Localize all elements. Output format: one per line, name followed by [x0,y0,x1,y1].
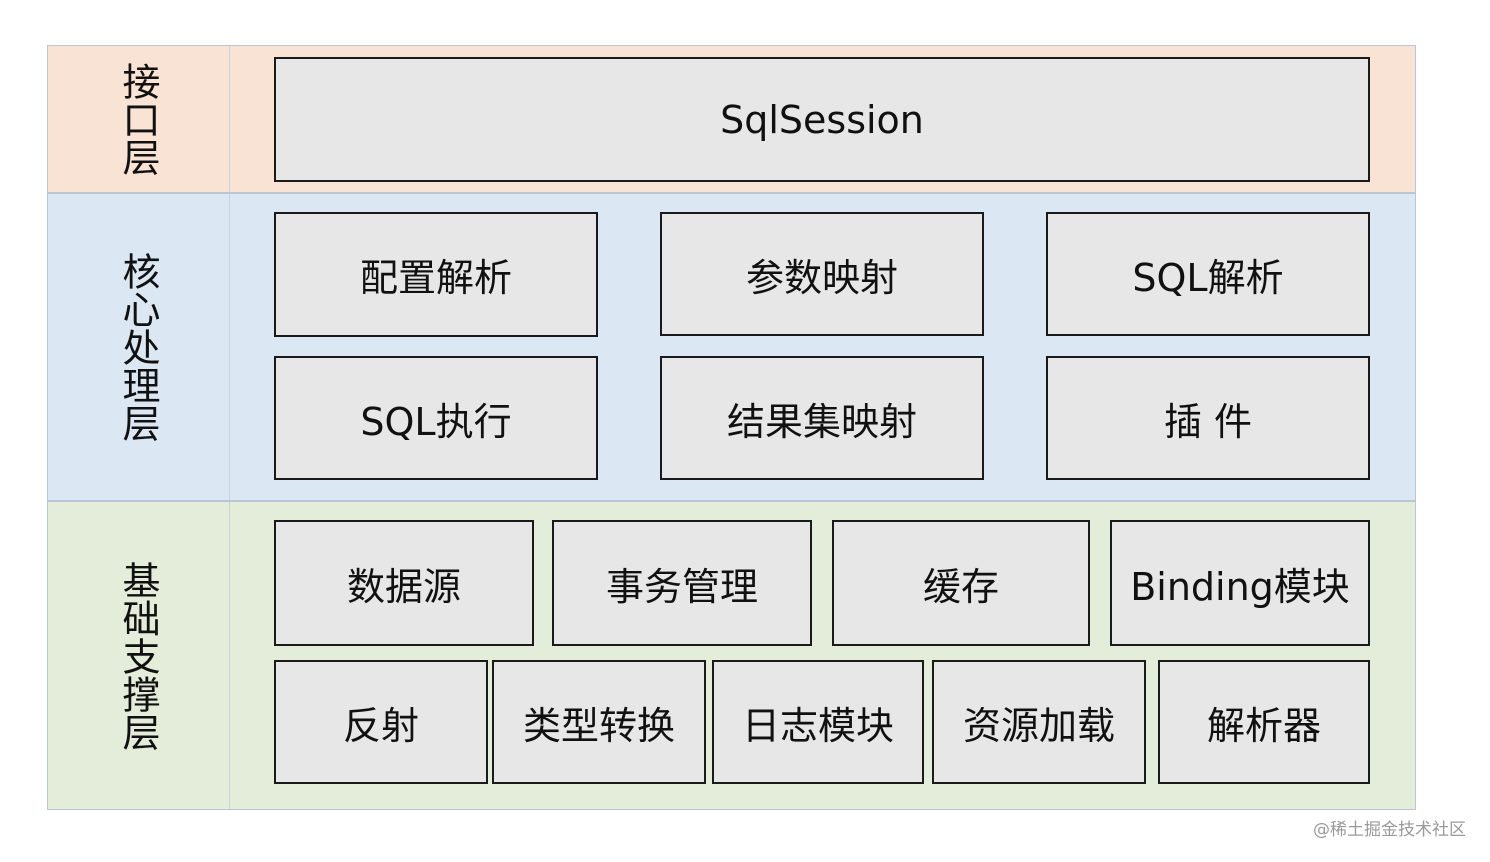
module-config-parsing: 配置解析 [274,212,598,337]
module-transaction: 事务管理 [552,520,812,646]
module-parser: 解析器 [1158,660,1370,784]
module-resultset-mapping: 结果集映射 [660,356,984,480]
module-parameter-mapping: 参数映射 [660,212,984,336]
layer-label-interface: 接口层 [116,62,160,176]
module-cache: 缓存 [832,520,1090,646]
module-datasource: 数据源 [274,520,534,646]
module-sql-execution: SQL执行 [274,356,598,480]
module-resource-loading: 资源加载 [932,660,1146,784]
layer-divider [229,46,230,192]
layer-label-base: 基础支撑层 [116,560,160,751]
module-sql-parsing: SQL解析 [1046,212,1370,336]
module-sqlsession: SqlSession [274,57,1370,182]
module-reflection: 反射 [274,660,488,784]
layer-label-core: 核心处理层 [116,252,160,442]
module-logging: 日志模块 [712,660,924,784]
module-type-conversion: 类型转换 [492,660,706,784]
layer-divider [229,194,230,500]
module-binding: Binding模块 [1110,520,1370,646]
layer-divider [229,502,230,809]
watermark: @稀土掘金技术社区 [1313,820,1466,840]
module-plugin: 插 件 [1046,356,1370,480]
